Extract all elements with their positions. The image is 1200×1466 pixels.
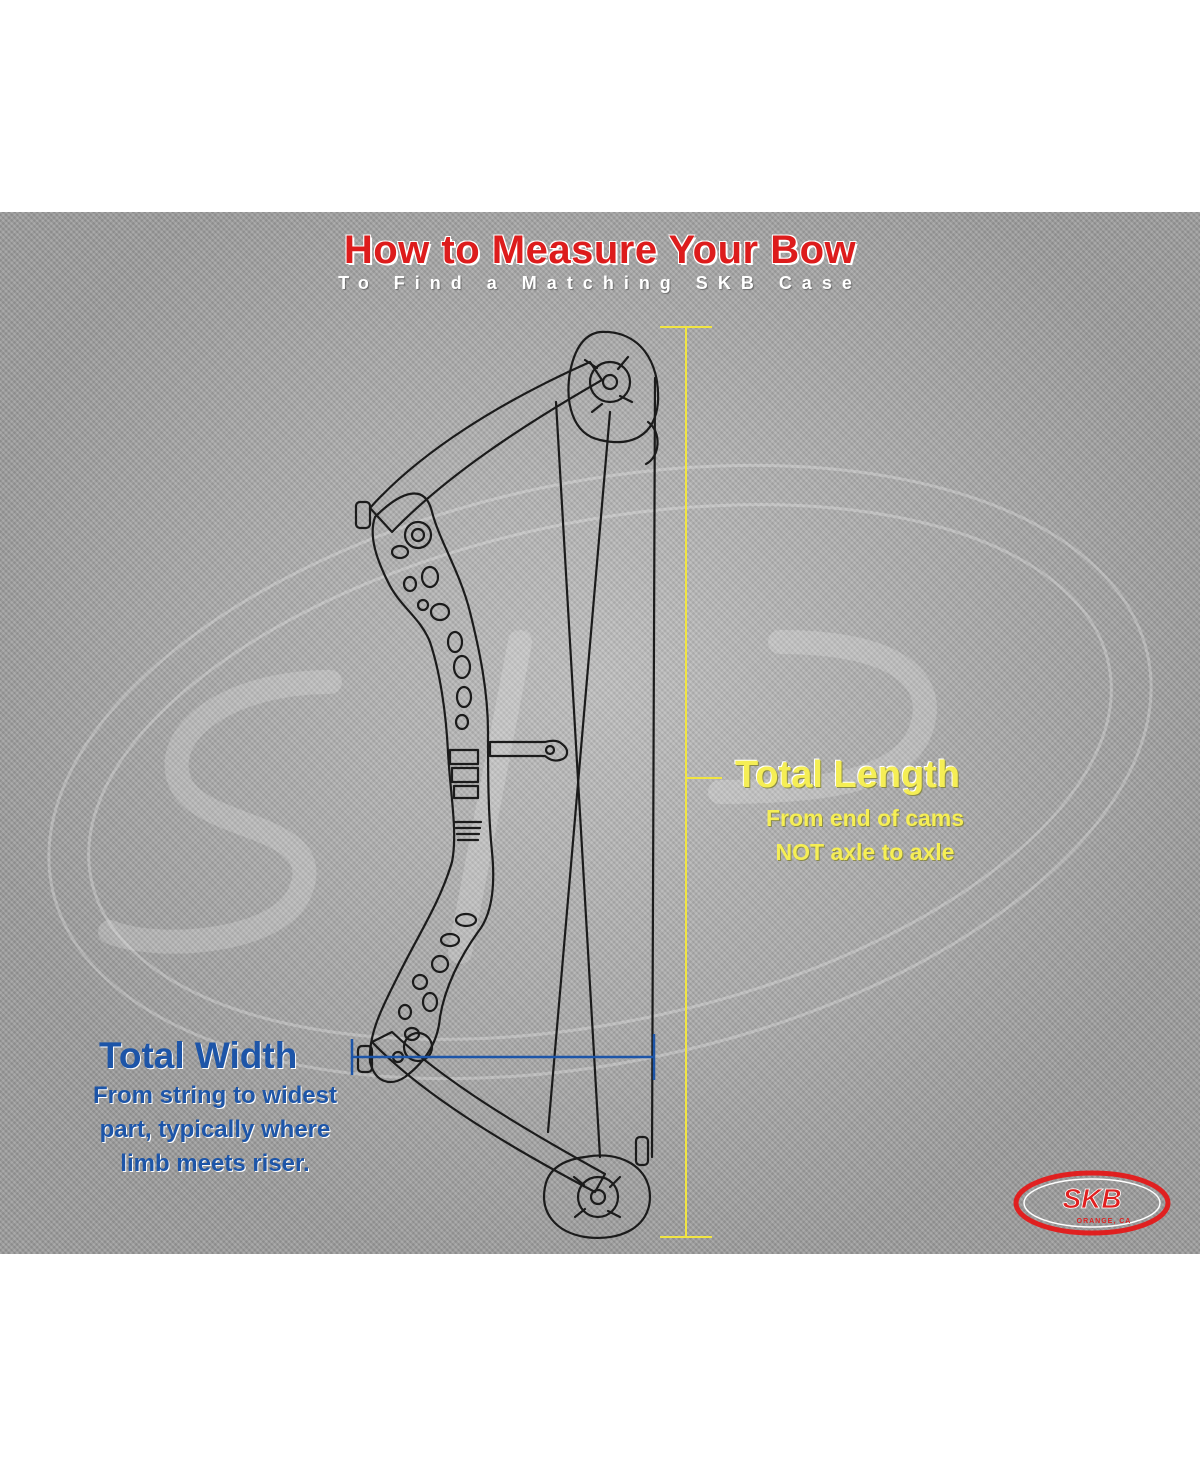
total-width-note-line3: limb meets riser. — [120, 1150, 310, 1177]
diagram-panel: How to Measure Your Bow To Find a Matchi… — [0, 212, 1200, 1254]
upper-limb-pocket — [354, 500, 372, 530]
skb-logo: SKB ORANGE, CA — [1013, 1170, 1171, 1236]
upper-limb — [368, 360, 604, 534]
total-width-title: Total Width — [99, 1035, 298, 1076]
page-title: How to Measure Your Bow — [343, 228, 857, 272]
compound-bow-diagram — [350, 326, 722, 1240]
total-length-note-line2: NOT axle to axle — [775, 839, 955, 865]
total-width-note-line1: From string to widest — [92, 1082, 337, 1109]
lower-cam — [542, 1135, 652, 1240]
riser-cutouts — [390, 520, 483, 1064]
upper-cam — [567, 330, 660, 466]
skb-logo-subtext: ORANGE, CA — [1077, 1218, 1132, 1225]
lower-limb — [370, 1030, 607, 1194]
total-length-indicator — [660, 326, 722, 1238]
total-width-indicator — [350, 1034, 656, 1080]
total-length-note-line1: From end of cams — [765, 805, 965, 831]
bow-cable-b — [546, 410, 612, 1134]
arrow-rest — [488, 739, 569, 762]
bow-string — [650, 376, 657, 1159]
total-width-note-line2: part, typically where — [99, 1116, 331, 1143]
skb-watermark — [47, 463, 1153, 1081]
page-subtitle: To Find a Matching SKB Case — [338, 273, 862, 293]
total-length-title: Total Length — [735, 754, 961, 796]
arrow-rest-hole — [544, 744, 556, 756]
lower-limb-pocket — [356, 1044, 374, 1074]
lower-pivot — [402, 1031, 434, 1063]
skb-logo-text: SKB — [1062, 1183, 1121, 1214]
